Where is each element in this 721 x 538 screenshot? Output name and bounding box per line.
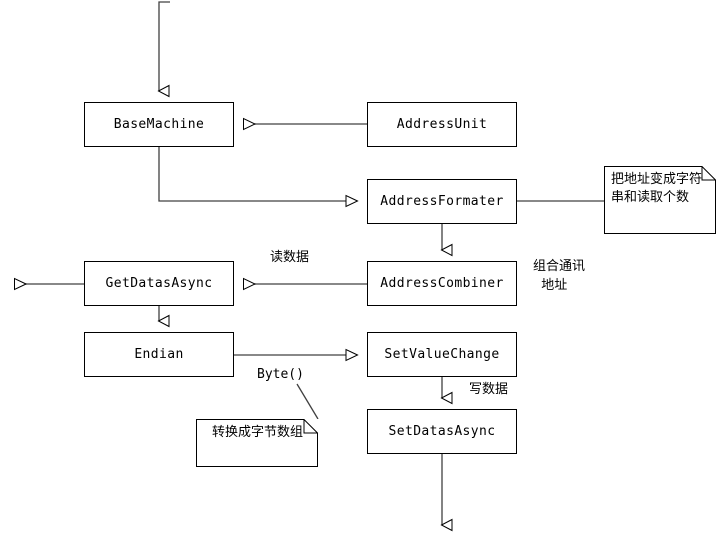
note-address-string[interactable]: 把地址变成字符串和读取个数	[604, 166, 716, 234]
node-set-datas-async[interactable]: SetDatasAsync	[367, 409, 517, 454]
node-address-combiner[interactable]: AddressCombiner	[367, 261, 517, 306]
node-address-combiner-label: AddressCombiner	[380, 276, 504, 291]
connector-note-byte-array-to-endian-edge	[296, 383, 319, 420]
edge-label-combine-address: 组合通讯 地址	[533, 259, 586, 293]
note-address-string-shape	[604, 166, 716, 234]
note-byte-array[interactable]: 转换成字节数组	[196, 419, 318, 467]
edge-label-byte: Byte()	[257, 367, 304, 382]
connector-base-machine-to-address-formater	[158, 147, 359, 208]
node-set-value-change-label: SetValueChange	[384, 347, 500, 362]
note-address-string-text: 把地址变成字符串和读取个数	[611, 172, 703, 205]
note-byte-array-shape	[196, 419, 318, 467]
node-address-unit[interactable]: AddressUnit	[367, 102, 517, 147]
note-byte-array-text: 转换成字节数组	[211, 425, 303, 440]
node-address-unit-label: AddressUnit	[396, 117, 488, 132]
node-set-value-change[interactable]: SetValueChange	[367, 332, 517, 377]
node-endian[interactable]: Endian	[84, 332, 234, 377]
node-get-datas-async-label: GetDatasAsync	[105, 276, 213, 291]
node-get-datas-async[interactable]: GetDatasAsync	[84, 261, 234, 306]
edge-label-read-data: 读数据	[270, 250, 310, 265]
connector-inflow-to-base-machine	[157, 1, 170, 98]
node-base-machine-label: BaseMachine	[113, 117, 205, 132]
node-address-formater[interactable]: AddressFormater	[367, 179, 517, 224]
node-address-formater-label: AddressFormater	[380, 194, 504, 209]
edge-label-write-data: 写数据	[469, 382, 509, 397]
node-base-machine[interactable]: BaseMachine	[84, 102, 234, 147]
node-endian-label: Endian	[134, 347, 184, 362]
node-set-datas-async-label: SetDatasAsync	[388, 424, 496, 439]
